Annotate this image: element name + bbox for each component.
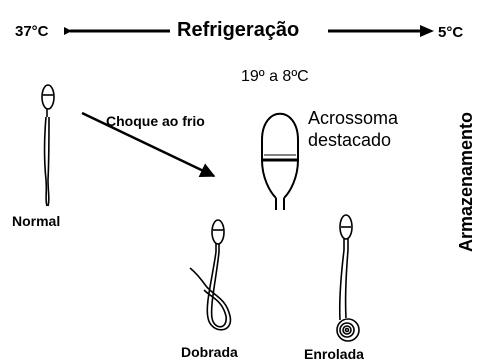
- acrosome-label-line1: Acrossoma: [308, 108, 399, 128]
- diagram-title: Refrigeração: [177, 19, 300, 41]
- arrow-head: [420, 25, 434, 37]
- normal-sperm-icon: [41, 84, 55, 207]
- folded-label: Dobrada: [181, 344, 238, 360]
- arrow-tail-marker: [64, 27, 72, 35]
- start-temperature: 37°C: [15, 23, 49, 40]
- refrigeration-arrow: [64, 25, 434, 37]
- cold-shock-arrow: [81, 111, 216, 178]
- temperature-range: 19º a 8ºC: [241, 68, 309, 85]
- coiled-sperm-icon: [336, 214, 360, 342]
- cold-shock-label: Choque ao frio: [106, 113, 205, 129]
- coiled-label: Enrolada: [304, 346, 364, 362]
- detached-acrosome-sperm-icon: [261, 112, 299, 210]
- acrosome-label-line2: destacado: [308, 130, 392, 150]
- storage-label: Armazenamento: [456, 111, 476, 253]
- folded-sperm-icon: [189, 219, 232, 331]
- normal-label: Normal: [12, 213, 61, 229]
- end-temperature: 5°C: [438, 24, 464, 41]
